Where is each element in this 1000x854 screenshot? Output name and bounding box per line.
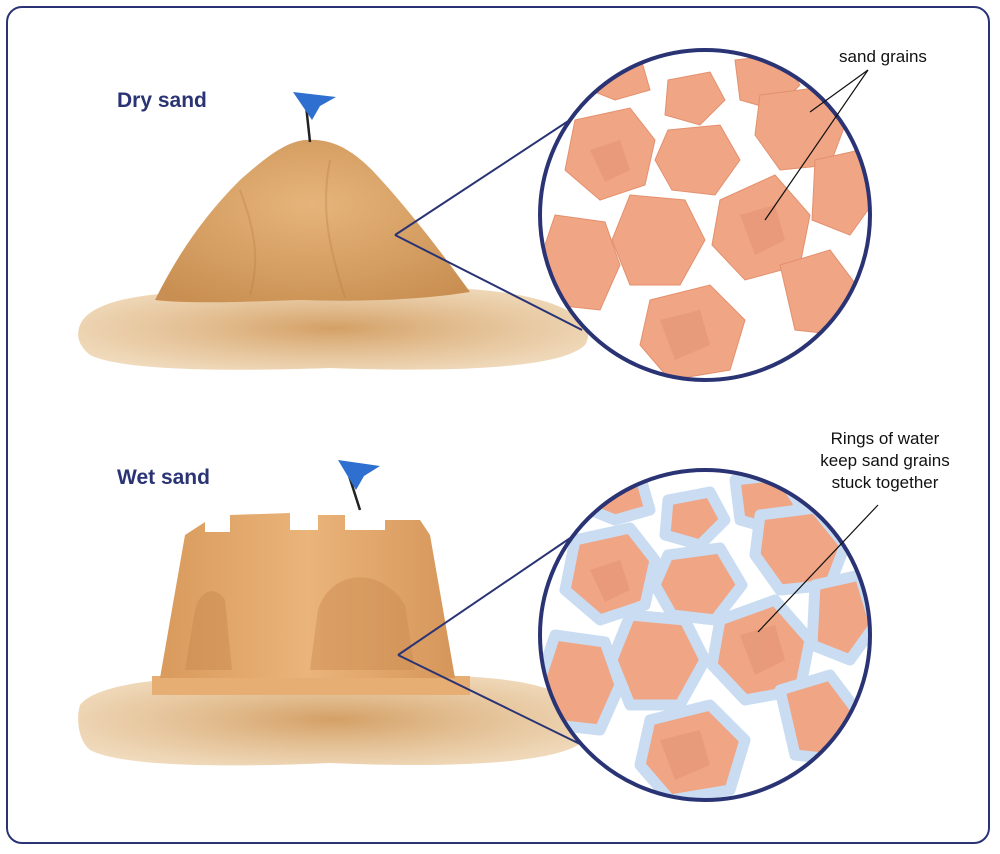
- flag-icon: [293, 92, 336, 143]
- water-rings-callout-line-2: keep sand grains: [820, 451, 950, 470]
- water-rings-callout-line-1: Rings of water: [830, 429, 940, 448]
- flag-icon: [338, 460, 380, 511]
- wet-sand-magnifier-contents: [540, 470, 870, 800]
- wet-sand-ground: [78, 673, 590, 766]
- magnifier-circle-wet: [538, 468, 872, 802]
- dry-sand-title: Dry sand: [117, 89, 207, 112]
- sand-castle-illustration: [152, 513, 470, 695]
- dry-sand-ground: [78, 286, 589, 370]
- water-rings-callout: Rings of water keep sand grains stuck to…: [795, 428, 975, 494]
- sand-grains-callout: sand grains: [839, 47, 927, 66]
- magnifier-circle-dry: [538, 48, 872, 382]
- dry-sand-magnifier-contents: [540, 50, 870, 380]
- sand-pile-illustration: [155, 139, 470, 303]
- water-rings-callout-line-3: stuck together: [831, 473, 939, 492]
- wet-sand-title: Wet sand: [117, 466, 210, 489]
